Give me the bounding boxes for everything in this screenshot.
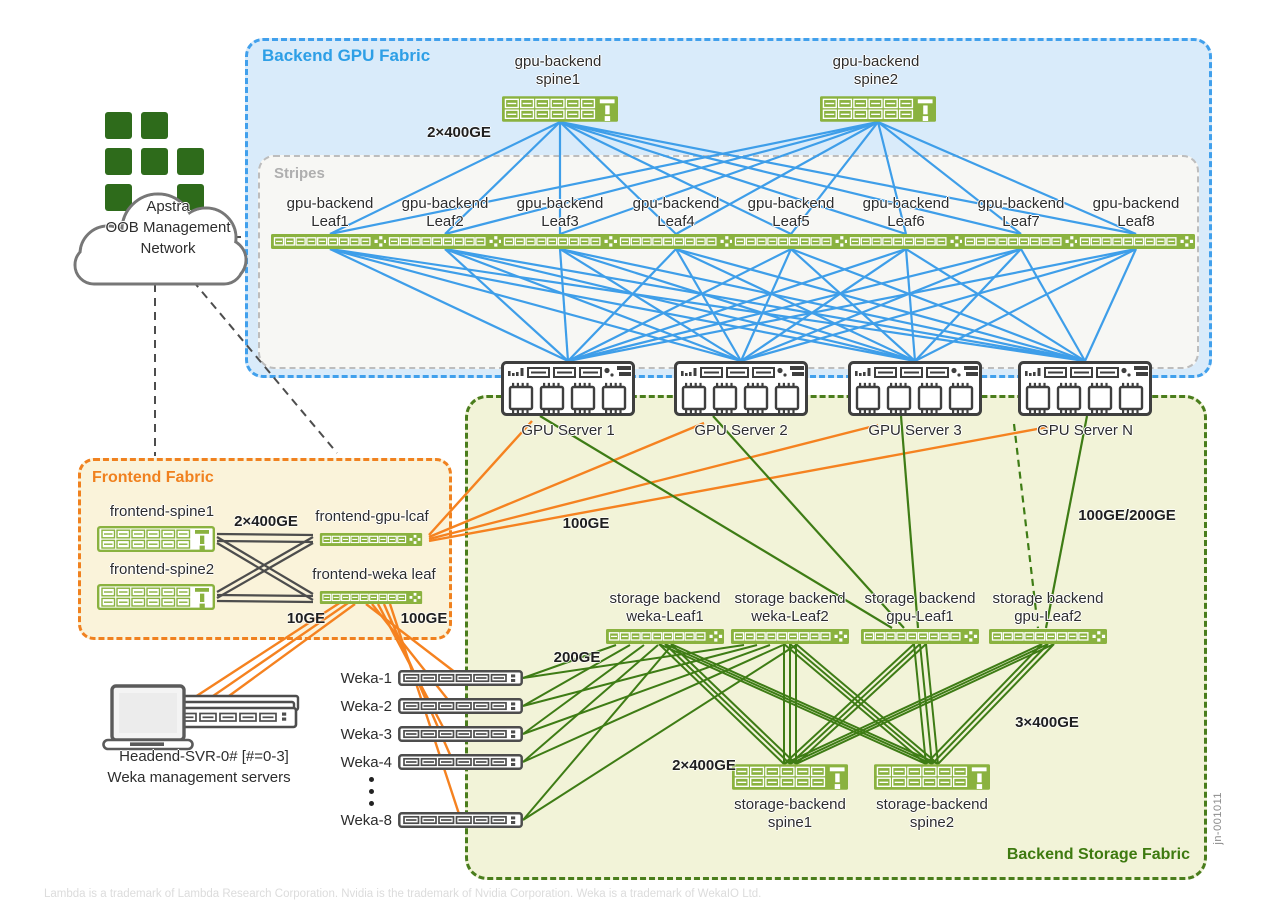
weka-1-server-icon — [398, 670, 523, 686]
storage-backend-weka-leaf2-switch-icon — [731, 629, 849, 644]
weka-2-server-icon — [398, 698, 523, 714]
gpu-storage-speed-label: 100GE/200GE — [1078, 507, 1176, 524]
weka-8-server-icon — [398, 812, 523, 828]
storage-backend-gpu-leaf2-switch-icon — [989, 629, 1107, 644]
gpu-backend-leaf1-switch-icon — [271, 234, 389, 249]
trademark-footer: Lambda is a trademark of Lambda Research… — [44, 888, 762, 900]
weka-1-label: Weka-1 — [340, 670, 392, 687]
frontend-weka-speed-label: 100GE — [400, 610, 448, 627]
gpu-lcaf-speed-label: 100GE — [562, 515, 610, 532]
storage-spine-left-speed-label: 2×400GE — [672, 757, 736, 774]
headend-speed-label: 10GE — [286, 610, 326, 627]
weka-storage-speed-label: 200GE — [553, 649, 601, 666]
gpu-server-1-label: GPU Server 1 — [521, 422, 615, 439]
storage-backend-spine2-switch-icon — [874, 764, 990, 790]
weka-3-label: Weka-3 — [340, 726, 392, 743]
gpu-server-n-label: GPU Server N — [1037, 422, 1133, 439]
gpu-backend-leaf7-switch-icon — [962, 234, 1080, 249]
frontend-spine1-switch-icon — [95, 526, 217, 552]
frontend-weka-leaf-label: frontend-weka leaf — [312, 566, 436, 583]
frontend-spine2-label: frontend-spine2 — [109, 561, 215, 578]
weka-8-label: Weka-8 — [340, 812, 392, 829]
frontend-gpu-lcaf-switch-icon — [313, 533, 429, 546]
gpu-server-n-icon — [1018, 361, 1152, 416]
stripes-title: Stripes — [274, 165, 325, 182]
weka-2-label: Weka-2 — [340, 698, 392, 715]
figure-id: jn-001011 — [1212, 792, 1224, 845]
gpu-server-3-label: GPU Server 3 — [868, 422, 962, 439]
gpu-backend-leaf4-switch-icon — [617, 234, 735, 249]
backend-storage-fabric-title: Backend Storage Fabric — [1006, 846, 1190, 863]
frontend-spine1-label: frontend-spine1 — [109, 503, 215, 520]
gpu-server-2-icon — [674, 361, 808, 416]
weka-3-server-icon — [398, 726, 523, 742]
gpu-backend-leaf8-switch-icon — [1077, 234, 1195, 249]
gpu-backend-spine2-switch-icon — [820, 96, 936, 122]
backend-gpu-fabric-title: Backend GPU Fabric — [262, 46, 431, 65]
frontend-gpu-lcaf-label: frontend-gpu-lcaf — [315, 508, 429, 525]
headend-name-label: Headend-SVR-0# [#=0-3] — [119, 748, 289, 765]
gpu-backend-leaf6-switch-icon — [847, 234, 965, 249]
frontend-spine2-switch-icon — [95, 584, 217, 610]
gpu-backend-leaf3-switch-icon — [501, 234, 619, 249]
storage-backend-gpu-leaf1-switch-icon — [861, 629, 979, 644]
gpu-server-1-icon — [501, 361, 635, 416]
headend-desc-label: Weka management servers — [107, 769, 291, 786]
gpu-server-3-icon — [848, 361, 982, 416]
weka-4-server-icon — [398, 754, 523, 770]
frontend-spine-leaf-speed-label: 2×400GE — [234, 513, 298, 530]
storage-backend-spine1-switch-icon — [732, 764, 848, 790]
spine-leaf-speed-label: 2×400GE — [427, 124, 491, 141]
gpu-backend-spine1-switch-icon — [502, 96, 618, 122]
frontend-weka-leaf-switch-icon — [313, 591, 429, 604]
gpu-server-2-label: GPU Server 2 — [694, 422, 788, 439]
weka-4-label: Weka-4 — [340, 754, 392, 771]
apstra-cloud-icon — [60, 98, 275, 288]
storage-backend-weka-leaf1-switch-icon — [606, 629, 724, 644]
gpu-backend-leaf2-switch-icon — [386, 234, 504, 249]
storage-spine-right-speed-label: 3×400GE — [1015, 714, 1079, 731]
gpu-backend-leaf5-switch-icon — [732, 234, 850, 249]
frontend-fabric-title: Frontend Fabric — [92, 469, 214, 486]
weka-ellipsis-dots — [369, 777, 374, 813]
